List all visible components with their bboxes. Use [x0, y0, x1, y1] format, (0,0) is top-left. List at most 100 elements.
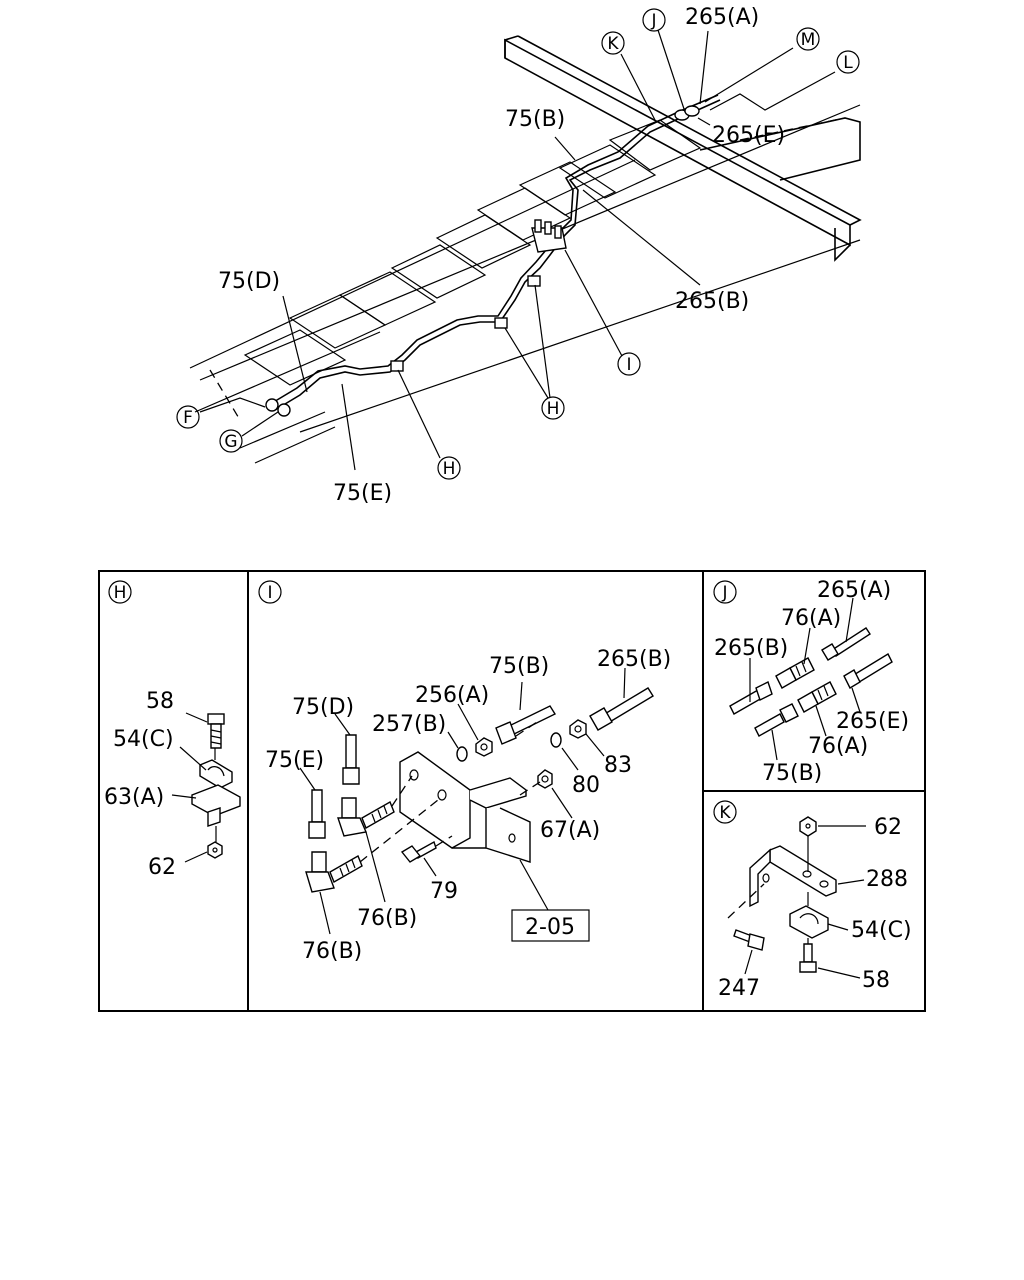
marker-j-detail: J	[713, 580, 737, 604]
label-76a-j-2: 76(A)	[808, 734, 868, 759]
label-265e-j: 265(E)	[836, 709, 909, 734]
label-62-h: 62	[148, 855, 176, 880]
label-265b-j: 265(B)	[714, 636, 788, 661]
svg-text:I: I	[626, 355, 631, 375]
label-76b-i-2: 76(B)	[302, 939, 362, 964]
label-76a-j-1: 76(A)	[781, 606, 841, 631]
washer-80	[550, 732, 562, 748]
marker-i-top: I	[617, 352, 641, 376]
label-58-k: 58	[862, 968, 890, 993]
label-58-h: 58	[146, 689, 174, 714]
svg-text:I: I	[267, 583, 272, 603]
marker-k-top: K	[601, 31, 625, 55]
elbow-76b-lower	[305, 851, 363, 893]
label-75d-i: 75(D)	[292, 695, 354, 720]
label-265e-top: 265(E)	[712, 123, 785, 148]
pipe-265a-j	[821, 627, 871, 661]
pipe-75d	[342, 734, 360, 785]
detail-k: K	[713, 800, 912, 1001]
svg-text:M: M	[801, 30, 816, 50]
marker-h-detail: H	[108, 580, 132, 604]
bolt-79	[400, 840, 437, 863]
svg-text:L: L	[843, 53, 853, 73]
union-76a-upper	[775, 657, 815, 689]
svg-text:G: G	[224, 432, 237, 452]
label-67a-i: 67(A)	[540, 818, 600, 843]
marker-h-top-1: H	[541, 396, 565, 420]
label-265b-i: 265(B)	[597, 647, 671, 672]
clip-h-3	[527, 275, 541, 287]
pipe-265b	[589, 687, 654, 731]
svg-text:H: H	[114, 583, 127, 603]
label-247-k: 247	[718, 976, 760, 1001]
washer-257b	[456, 746, 468, 762]
svg-text:J: J	[650, 11, 656, 31]
nut-67a	[537, 769, 553, 789]
marker-h-top-2: H	[437, 456, 461, 480]
pipe-265e-j	[843, 653, 893, 689]
marker-m-top: M	[796, 27, 820, 51]
detail-h: H 58 54(C) 63(A) 62	[104, 580, 241, 880]
label-288-k: 288	[866, 867, 908, 892]
label-75d-top: 75(D)	[218, 269, 280, 294]
nut-62-k	[799, 816, 817, 837]
clip-h-1	[390, 360, 404, 372]
svg-text:H: H	[443, 459, 456, 479]
label-75e-top: 75(E)	[333, 481, 392, 506]
nut-83	[569, 719, 587, 739]
bolt-58	[207, 713, 225, 749]
label-265b-top: 265(B)	[675, 289, 749, 314]
bolt-58-k	[799, 943, 817, 973]
clip-54c	[199, 759, 233, 789]
bracket-63a	[191, 784, 241, 827]
label-75b-j: 75(B)	[762, 761, 822, 786]
detail-j: J	[713, 578, 909, 786]
label-75e-i: 75(E)	[265, 748, 324, 773]
detail-i: I	[258, 580, 671, 964]
pipe-75b-j	[754, 703, 799, 737]
union-j	[674, 105, 700, 121]
detail-panels	[98, 570, 926, 1012]
mounting-bracket	[399, 751, 531, 863]
label-265a-top: 265(A)	[685, 5, 759, 30]
svg-text:K: K	[719, 803, 731, 823]
bracket-288	[749, 845, 837, 908]
label-256a-i: 256(A)	[415, 683, 489, 708]
label-80-i: 80	[572, 773, 600, 798]
marker-f-top: F	[176, 405, 200, 429]
overview-illustration: 265(A) 75(B) 265(E) 265(B) 75(D) 75(E) J…	[176, 5, 862, 506]
marker-g-top: G	[219, 429, 243, 453]
svg-text:H: H	[547, 399, 560, 419]
union-76a-lower	[797, 681, 837, 713]
clip-h-2	[494, 317, 508, 329]
label-257b-i: 257(B)	[372, 712, 446, 737]
marker-j-top: J	[642, 8, 666, 32]
pipe-75b	[495, 705, 557, 745]
marker-k-detail: K	[713, 800, 737, 824]
svg-text:F: F	[183, 408, 193, 428]
nut-62	[207, 841, 223, 859]
label-54c-h: 54(C)	[113, 727, 174, 752]
bolt-247	[733, 929, 765, 951]
label-83-i: 83	[604, 753, 632, 778]
label-79-i: 79	[430, 879, 458, 904]
reference-box-2-05: 2-05	[511, 909, 590, 942]
marker-i-detail: I	[258, 580, 282, 604]
label-54c-k: 54(C)	[851, 918, 912, 943]
clip-54c-k	[789, 905, 829, 939]
label-76b-i-1: 76(B)	[357, 906, 417, 931]
end-fittings	[265, 398, 291, 417]
label-265a-j: 265(A)	[817, 578, 891, 603]
label-75b-top: 75(B)	[505, 107, 565, 132]
svg-text:K: K	[607, 34, 619, 54]
label-63a-h: 63(A)	[104, 785, 164, 810]
pipe-265b-j	[729, 681, 773, 715]
label-75b-i: 75(B)	[489, 654, 549, 679]
pipe-75e	[308, 789, 326, 839]
junction-block	[531, 219, 567, 253]
nut-256a	[475, 737, 493, 757]
svg-text:J: J	[721, 583, 727, 603]
elbow-76b-upper	[337, 797, 395, 837]
svg-text:2-05: 2-05	[525, 915, 575, 940]
